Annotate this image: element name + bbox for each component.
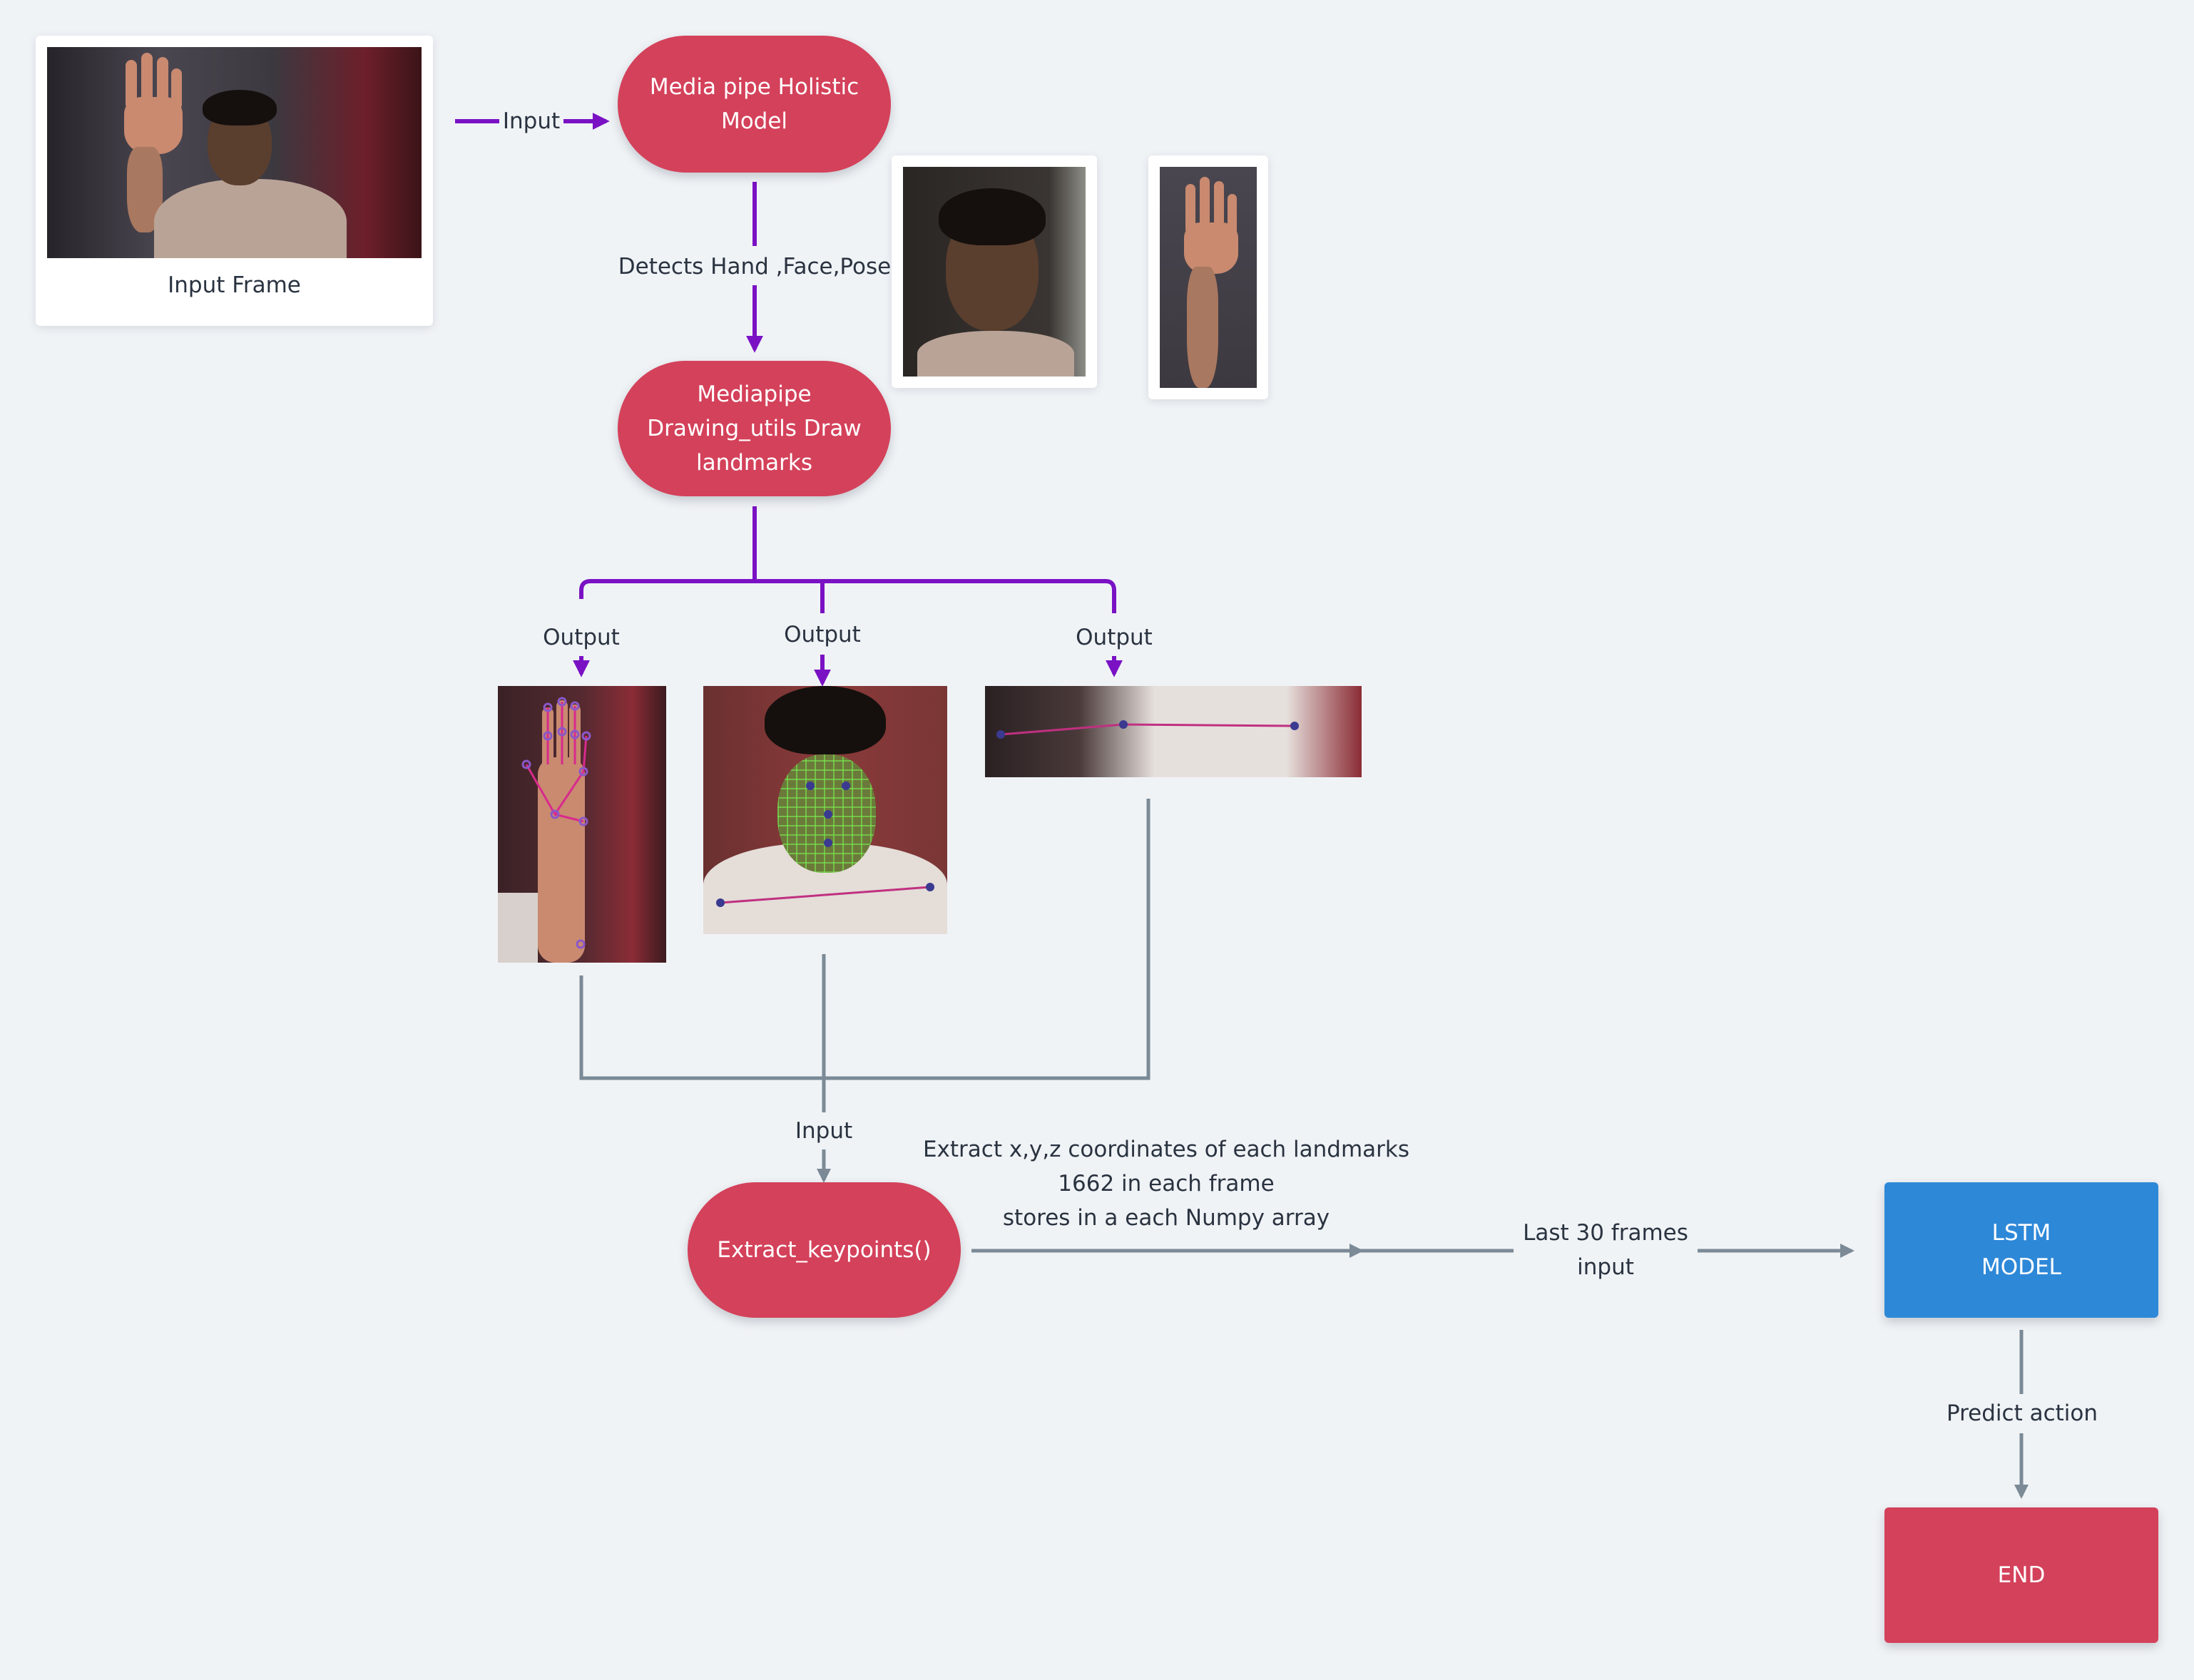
- last-frames-label: Last 30 frames input: [1523, 1220, 1688, 1280]
- face-crop-photo: [903, 167, 1086, 377]
- input-arrow-label: Input: [502, 108, 561, 134]
- drawing-utils-node[interactable]: Mediapipe Drawing_utils Draw landmarks: [618, 361, 891, 496]
- hand-landmarks-photo: [498, 686, 666, 963]
- hand-crop-photo: [1160, 167, 1257, 388]
- detects-label: Detects Hand ,Face,Pose: [618, 254, 892, 280]
- predict-action-label: Predict action: [1946, 1400, 2098, 1426]
- output-label-face: Output: [784, 622, 861, 647]
- hand-crop-card: [1148, 155, 1268, 399]
- pose-landmarks-photo: [985, 686, 1362, 777]
- extract-note: Extract x,y,z coordinates of each landma…: [922, 1137, 1410, 1231]
- output-label-pose: Output: [1076, 625, 1153, 650]
- pose-landmarks-overlay: [996, 720, 1299, 739]
- input-frame-card: Input Frame: [36, 36, 433, 326]
- branch-connector: [579, 506, 1116, 613]
- face-crop-card: [892, 155, 1097, 388]
- hand-landmarks-overlay: [498, 697, 591, 963]
- extract-keypoints-node[interactable]: Extract_keypoints(): [688, 1182, 961, 1318]
- face-landmarks-photo: [703, 686, 947, 934]
- merge-connector: [579, 799, 1150, 1112]
- merge-input-label: Input: [795, 1118, 853, 1144]
- input-frame-photo: [47, 47, 422, 258]
- output-label-hand: Output: [543, 625, 620, 650]
- end-node[interactable]: END: [1884, 1507, 2158, 1643]
- input-frame-label: Input Frame: [168, 272, 301, 298]
- lstm-model-node[interactable]: LSTM MODEL: [1884, 1182, 2158, 1318]
- holistic-model-node[interactable]: Media pipe Holistic Model: [618, 36, 891, 173]
- face-mesh-overlay: [777, 754, 876, 873]
